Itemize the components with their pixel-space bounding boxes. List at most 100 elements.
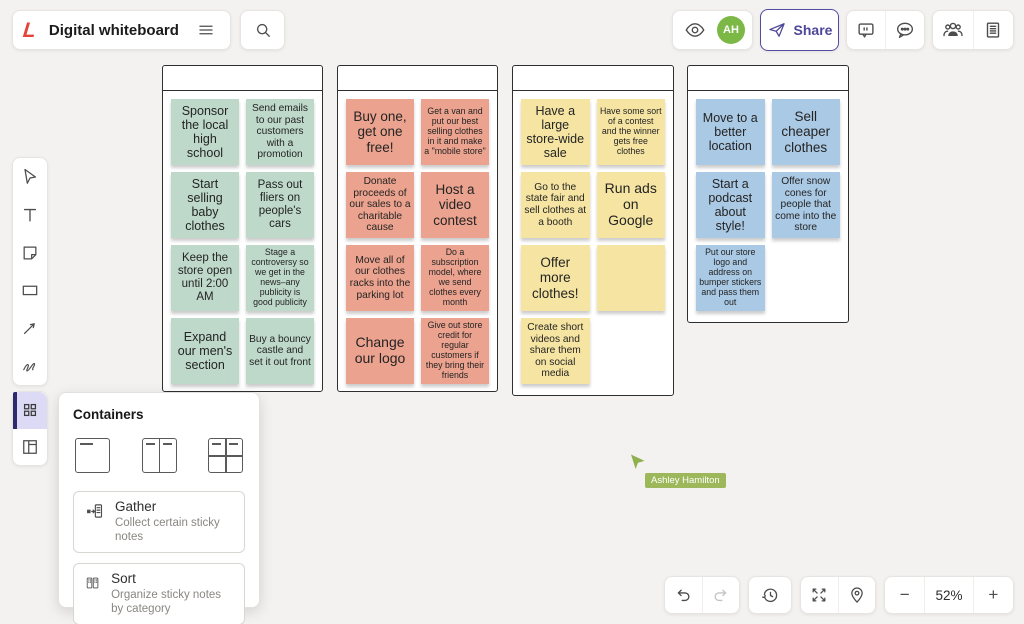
draw-tool-button[interactable] (13, 347, 47, 385)
map-pin-icon (850, 587, 863, 603)
sticky-note[interactable] (596, 245, 665, 311)
sticky-note[interactable]: Get a van and put our best selling cloth… (421, 99, 489, 165)
sticky-pack-tool-button[interactable] (13, 392, 47, 429)
sticky-note[interactable]: Sponsor the local high school (171, 99, 239, 165)
single-container-button[interactable] (75, 438, 110, 473)
share-label: Share (793, 22, 833, 38)
sort-label: Sort (111, 570, 136, 586)
container-body: Buy one, get one free!Get a van and put … (338, 91, 497, 392)
container-title[interactable] (338, 66, 497, 91)
zoom-level[interactable]: 52% (935, 587, 963, 603)
gather-icon (87, 504, 103, 518)
undo-redo-card (664, 576, 740, 614)
divider (972, 577, 974, 613)
sticky-note[interactable]: Run ads on Google (596, 172, 665, 238)
sticky-note[interactable]: Stage a controversy so we get in the new… (246, 245, 314, 311)
container-title[interactable] (163, 66, 322, 91)
sticky-note[interactable]: Go to the state fair and sell clothes at… (521, 172, 590, 238)
location-pin-button[interactable] (839, 577, 876, 613)
search-button[interactable] (240, 10, 285, 50)
sticky-note[interactable]: Expand our men's section (171, 318, 239, 384)
redo-button[interactable] (703, 577, 740, 613)
note-comment-button[interactable] (847, 11, 885, 49)
view-controls-card (800, 576, 876, 614)
sticky-note[interactable]: Buy one, get one free! (346, 99, 414, 165)
redo-icon (714, 589, 726, 602)
zoom-out-button[interactable]: − (899, 585, 910, 604)
sticky-note[interactable]: Move all of our clothes racks into the p… (346, 245, 414, 311)
divider-line (158, 439, 160, 472)
sort-option[interactable]: Sort Organize sticky notes by category (73, 562, 245, 624)
notes-panel-button[interactable] (974, 11, 1014, 49)
title-line (80, 443, 93, 445)
sticky-note[interactable]: Pass out fliers on people's cars (246, 172, 314, 238)
presence-card: AH (672, 10, 753, 50)
history-button[interactable] (748, 576, 792, 614)
visibility-button[interactable] (680, 11, 710, 49)
sticky-note[interactable]: Change our logo (346, 318, 414, 384)
sticky-note[interactable]: Buy a bouncy castle and set it out front (246, 318, 314, 384)
gather-option[interactable]: Gather Collect certain sticky notes (73, 491, 245, 553)
sticky-note[interactable]: Have some sort of a contest and the winn… (596, 99, 665, 165)
container-salmon[interactable]: Buy one, get one free!Get a van and put … (337, 65, 498, 392)
sticky-note[interactable]: Move to a better location (696, 99, 765, 165)
hamburger-menu-icon (199, 25, 213, 35)
sticky-note[interactable]: Offer snow cones for people that come in… (771, 172, 840, 238)
board-title[interactable]: Digital whiteboard (48, 21, 179, 39)
divider (885, 11, 886, 49)
document-icon (987, 22, 1000, 38)
sticky-note[interactable]: Create short videos and share them on so… (521, 318, 590, 384)
title-line (229, 443, 238, 445)
collab-card (932, 10, 1014, 50)
collaborators-button[interactable] (933, 11, 973, 49)
container-title[interactable] (688, 66, 848, 91)
sticky-note[interactable]: Start a podcast about style! (696, 172, 765, 238)
sticky-note[interactable]: Donate proceeds of our sales to a charit… (346, 172, 414, 238)
main-menu-button[interactable] (192, 11, 220, 49)
shape-tool-button[interactable] (13, 271, 47, 309)
undo-icon (678, 589, 690, 602)
chat-button[interactable] (886, 11, 924, 49)
packs-toolbar (12, 391, 48, 466)
gather-label: Gather (114, 499, 157, 514)
divider-line (209, 455, 242, 457)
sticky-note-tool-button[interactable] (13, 234, 47, 272)
select-tool-button[interactable] (13, 158, 47, 196)
text-tool-button[interactable] (13, 196, 47, 234)
sticky-note[interactable]: Have a large store-wide sale (521, 99, 590, 165)
remote-cursor-icon (631, 454, 645, 469)
app-logo-icon: L (21, 18, 38, 42)
fullscreen-button[interactable] (801, 577, 838, 613)
two-column-container-button[interactable] (141, 438, 177, 473)
user-avatar[interactable]: AH (717, 16, 745, 44)
sticky-note[interactable]: Keep the store open until 2:00 AM (171, 245, 239, 311)
title-line (212, 443, 221, 445)
line-tool-button[interactable] (13, 309, 47, 347)
sticky-note[interactable]: Give out store credit for regular custom… (421, 318, 489, 384)
zoom-controls-card: − 52% + (884, 576, 1014, 614)
zoom-in-button[interactable]: + (988, 585, 999, 604)
sticky-note[interactable]: Host a video contest (421, 172, 489, 238)
history-clock-icon (761, 588, 777, 602)
four-quadrant-container-button[interactable] (208, 438, 243, 473)
share-button[interactable]: Share (760, 9, 839, 51)
comments-card (846, 10, 925, 50)
undo-button[interactable] (665, 577, 702, 613)
sticky-note[interactable]: Send emails to our past customers with a… (246, 99, 314, 165)
sticky-note[interactable]: Offer more clothes! (521, 245, 590, 311)
cursor-icon (24, 168, 37, 184)
sticky-note[interactable]: Start selling baby clothes (171, 172, 239, 238)
containers-tool-button[interactable] (13, 429, 47, 466)
container-title[interactable] (513, 66, 673, 91)
sticky-note[interactable]: Put our store logo and address on bumper… (696, 245, 765, 311)
sort-icon (86, 577, 99, 589)
paper-plane-icon (768, 23, 785, 37)
sticky-note[interactable]: Sell cheaper clothes (771, 99, 840, 165)
sticky-note[interactable]: Do a subscription model, where we send c… (421, 245, 489, 311)
sticky-note-icon (23, 246, 37, 260)
